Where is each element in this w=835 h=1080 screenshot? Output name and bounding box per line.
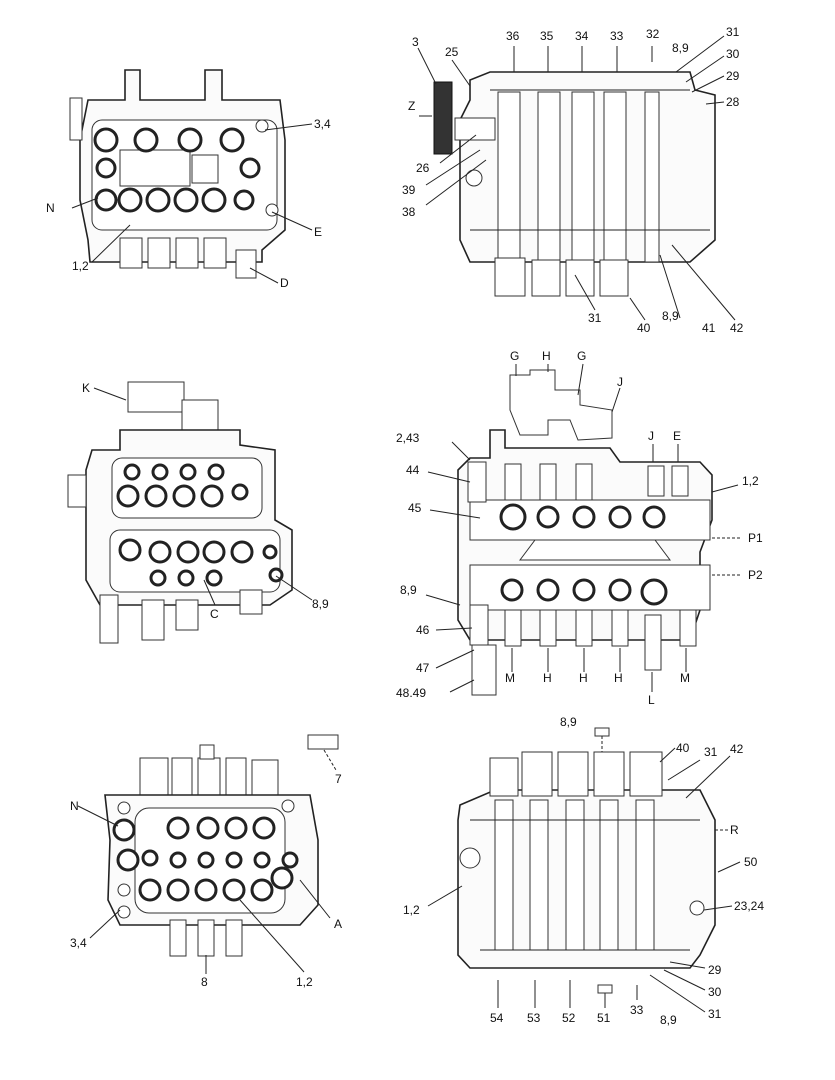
view5-labels: 7 N 3,4 A 8 1,2 [70,772,342,989]
callout-label: 28 [726,95,740,109]
callout-label: 8,9 [312,597,329,611]
callout-label: H [542,349,551,363]
view-top-right-section [417,35,736,321]
callout-label: P1 [748,531,763,545]
callout-label: N [46,201,55,215]
view4-labels: G H G J 2,43 J E 1,2 44 45 P1 P2 8,9 46 … [396,349,763,707]
callout-label: 8,9 [560,715,577,729]
callout-label: G [510,349,519,363]
callout-label: 30 [708,985,722,999]
callout-label: 2,43 [396,431,420,445]
callout-label: H [614,671,623,685]
callout-label: D [280,276,289,290]
view6-labels: 8,9 40 31 42 R 50 1,2 23,24 29 30 31 54 … [403,715,764,1027]
callout-label: 39 [402,183,416,197]
view-top-left-valve [69,69,313,284]
callout-label: 33 [610,29,624,43]
callout-label: 8,9 [660,1013,677,1027]
callout-label: 48.49 [396,686,426,700]
callout-label: 7 [335,772,342,786]
callout-label: M [505,671,515,685]
callout-label: 25 [445,45,459,59]
callout-label: A [334,917,342,931]
callout-label: 32 [646,27,660,41]
callout-label: J [648,429,654,443]
callout-label: 3 [412,35,419,49]
callout-label: 29 [708,963,722,977]
callout-label: 1,2 [403,903,420,917]
callout-label: C [210,607,219,621]
callout-label: J [617,375,623,389]
callout-label: 42 [730,742,744,756]
callout-label: M [680,671,690,685]
callout-label: 8,9 [672,41,689,55]
view-middle-left-valve [67,381,313,644]
callout-label: 45 [408,501,422,515]
callout-label: E [314,225,322,239]
view-middle-right-section [425,363,740,696]
callout-label: H [543,671,552,685]
callout-label: H [579,671,588,685]
callout-label: 26 [416,161,430,175]
callout-label: 40 [637,321,651,335]
callout-label: 53 [527,1011,541,1025]
callout-label: 51 [597,1011,611,1025]
callout-label: 8,9 [400,583,417,597]
callout-label: 1,2 [296,975,313,989]
callout-label: 30 [726,47,740,61]
callout-label: 36 [506,29,520,43]
callout-label: E [673,429,681,443]
callout-label: Z [408,99,415,113]
callout-label: R [730,823,739,837]
callout-label: 8 [201,975,208,989]
callout-label: L [648,693,655,707]
view3-labels: K 8,9 C [82,381,329,621]
callout-label: N [70,799,79,813]
callout-label: 23,24 [734,899,764,913]
callout-label: 31 [726,25,740,39]
callout-label: 42 [730,321,744,335]
callout-label: 31 [708,1007,722,1021]
callout-label: 52 [562,1011,576,1025]
callout-label: 1,2 [72,259,89,273]
callout-label: 29 [726,69,740,83]
view-bottom-left-valve [77,734,339,974]
callout-label: 35 [540,29,554,43]
callout-label: 38 [402,205,416,219]
callout-label: 50 [744,855,758,869]
callout-label: 8,9 [662,309,679,323]
callout-label: 3,4 [70,936,87,950]
callout-label: 3,4 [314,117,331,131]
callout-label: 31 [588,311,602,325]
callout-label: 44 [406,463,420,477]
view-bottom-right-section [427,727,741,1013]
callout-label: P2 [748,568,763,582]
callout-label: 46 [416,623,430,637]
callout-label: 40 [676,741,690,755]
view1-labels: 3,4 N E 1,2 D [46,117,331,290]
callout-label: K [82,381,90,395]
callout-label: 33 [630,1003,644,1017]
callout-label: 47 [416,661,430,675]
callout-label: G [577,349,586,363]
callout-label: 31 [704,745,718,759]
callout-label: 41 [702,321,716,335]
callout-label: 1,2 [742,474,759,488]
callout-label: 34 [575,29,589,43]
view2-labels: 3 25 36 35 34 33 32 8,9 31 30 29 28 Z 26… [402,25,744,335]
callout-label: 54 [490,1011,504,1025]
